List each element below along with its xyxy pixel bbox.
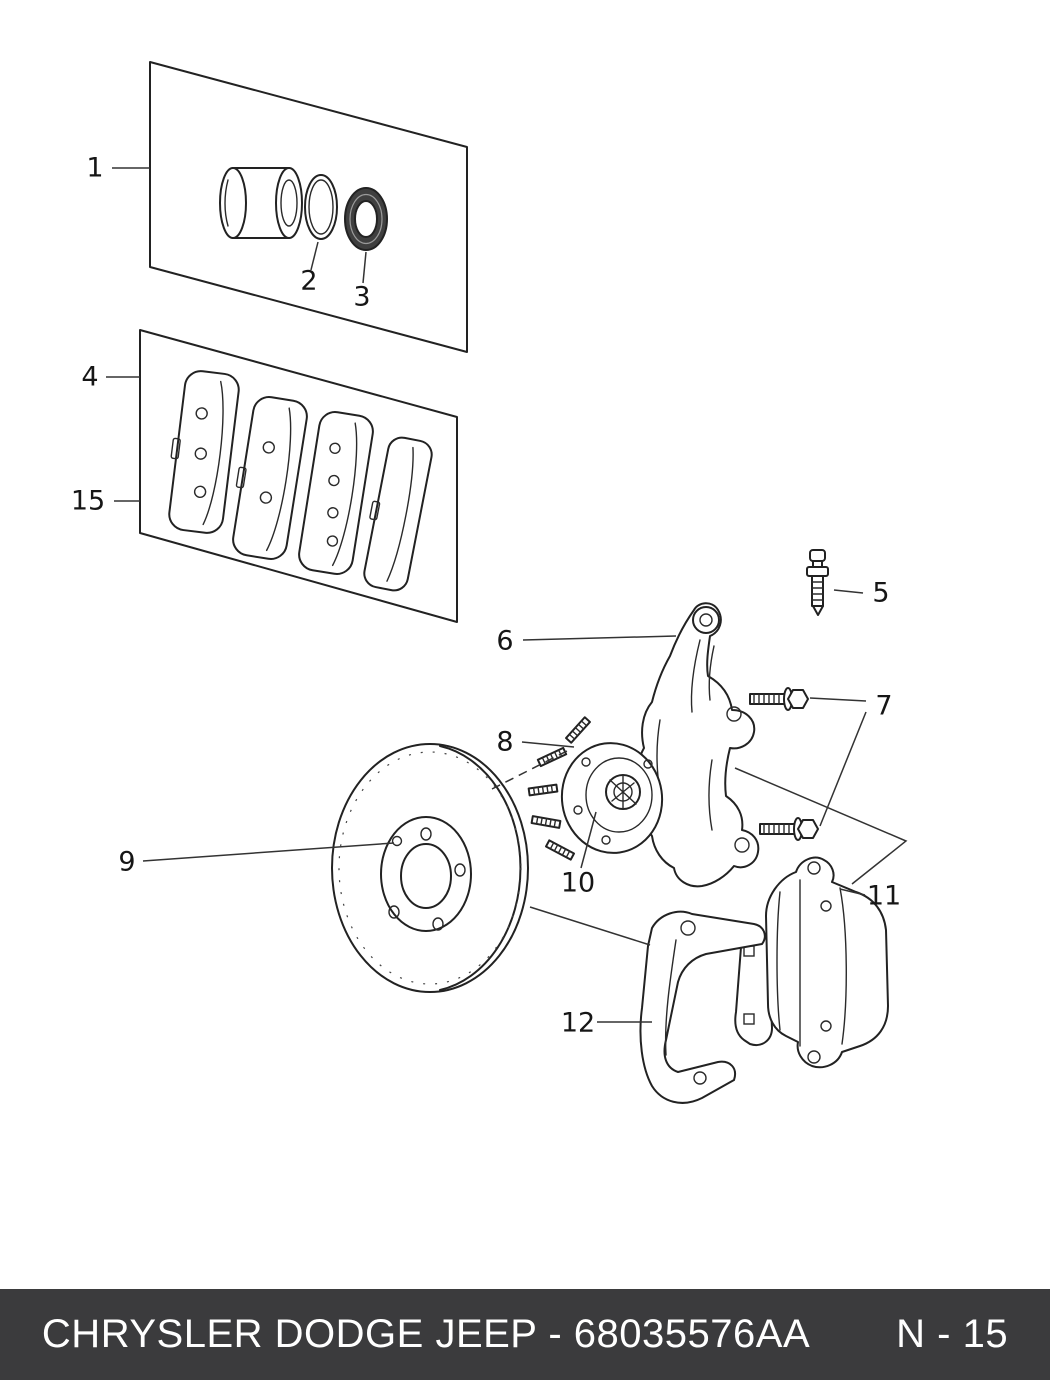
footer-catalog-number: CHRYSLER DODGE JEEP - 68035576AA <box>41 1312 811 1356</box>
hub-bearing-illustration <box>527 716 664 861</box>
brake-pad-4-illustration <box>363 436 433 592</box>
callout-12: 12 <box>560 1007 596 1039</box>
caliper-adapter-illustration <box>639 910 766 1104</box>
wheel-studs-illustration <box>527 716 591 861</box>
mounting-bolts-illustration <box>749 687 819 841</box>
footer-page-ref: N - 15 <box>896 1312 1009 1356</box>
upper-bolt-illustration <box>749 687 809 711</box>
brake-pad-3-illustration <box>298 411 374 575</box>
brake-rotor-illustration <box>331 743 529 993</box>
callout-2: 2 <box>300 265 318 297</box>
callout-8: 8 <box>496 726 514 758</box>
callout-3: 3 <box>353 281 371 313</box>
callout-6: 6 <box>496 625 514 657</box>
brake-pad-1-illustration <box>168 370 240 534</box>
piston-kit-box-illustration <box>149 61 468 353</box>
callout-11: 11 <box>866 880 902 912</box>
callout-15: 15 <box>70 485 106 517</box>
steering-knuckle-illustration <box>636 602 760 888</box>
callout-1: 1 <box>86 152 104 184</box>
piston-seal-illustration <box>304 174 338 240</box>
footer-bar: CHRYSLER DODGE JEEP - 68035576AA N - 15 <box>0 1289 1050 1380</box>
bleeder-screw-illustration <box>806 549 829 616</box>
callout-9: 9 <box>118 846 136 878</box>
brake-pads-box-illustration <box>139 329 458 623</box>
callout-4: 4 <box>81 361 99 393</box>
callout-10: 10 <box>560 867 596 899</box>
lower-bolt-illustration <box>759 817 819 841</box>
brake-caliper-illustration <box>734 856 889 1069</box>
caliper-piston-illustration <box>219 167 303 239</box>
piston-boot-illustration <box>343 187 389 251</box>
callout-5: 5 <box>872 577 890 609</box>
callout-leader-lines <box>106 167 908 1023</box>
callout-7: 7 <box>875 690 893 722</box>
brake-pad-2-illustration <box>232 396 308 560</box>
